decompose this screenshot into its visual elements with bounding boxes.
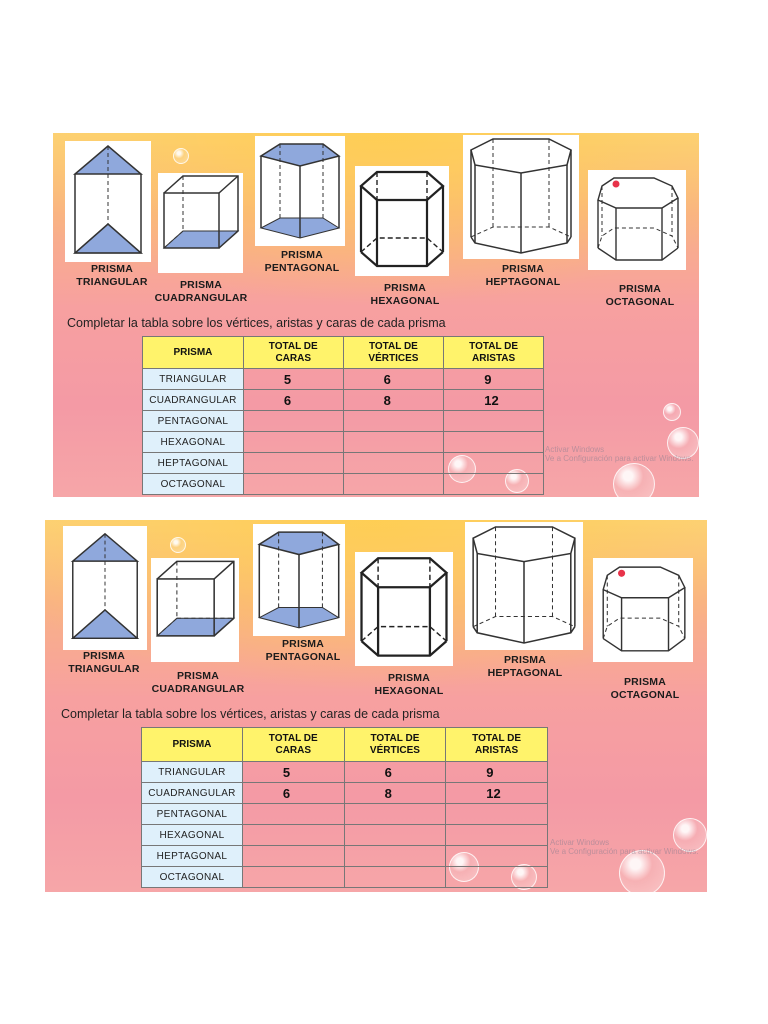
heptagonal-prism-image [463,135,579,259]
hexagonal-prism-image [355,166,449,276]
table-row: HEXAGONAL [142,431,544,453]
water-drop [673,818,707,852]
pentagonal-prism-image [253,524,345,636]
instruction-text: Completar la tabla sobre los vértices, a… [67,316,446,330]
hexagonal-prism-image [355,552,453,666]
header-prisma: PRISMA [141,727,243,762]
triangular-prism-image [63,526,147,650]
pentagonal-prism-image [255,136,345,246]
octagonal-prism-image [588,170,686,270]
water-drop [663,403,681,421]
water-drop [667,427,699,459]
table-row: OCTAGONAL [141,866,548,888]
quadrangular-prism-image [151,558,239,662]
table-row: PENTAGONAL [141,803,548,825]
table-row: OCTAGONAL [142,473,544,495]
instruction-text: Completar la tabla sobre los vértices, a… [61,707,440,721]
header-prisma: PRISMA [142,336,244,369]
table-row: HEXAGONAL [141,824,548,846]
water-drop [173,148,189,164]
water-drop [170,537,186,553]
table-row: PENTAGONAL [142,410,544,432]
table-row: HEPTAGONAL [142,452,544,474]
octagonal-prism-image [593,558,693,662]
water-drop [619,850,665,892]
table-row: HEPTAGONAL [141,845,548,867]
heptagonal-prism-image [465,522,583,650]
triangular-prism-image [65,141,151,262]
quadrangular-prism-image [158,173,243,273]
water-drop [613,463,655,497]
